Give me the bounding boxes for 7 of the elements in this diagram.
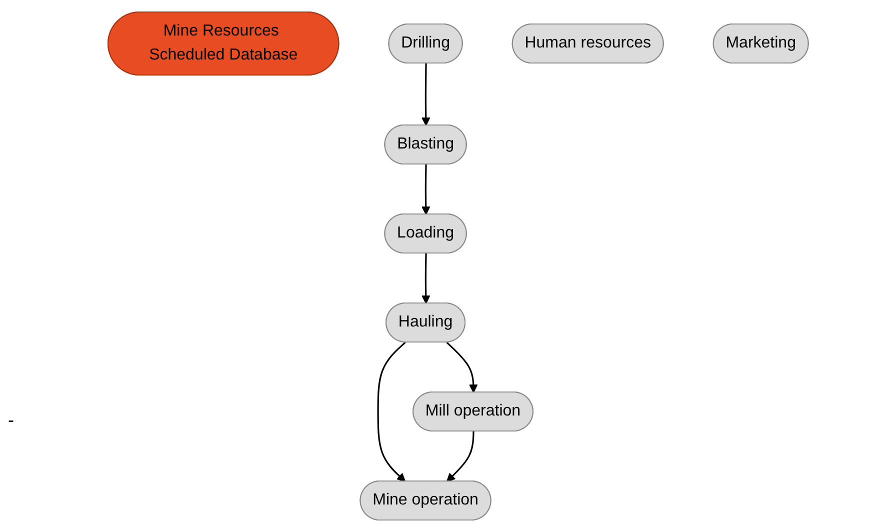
arrow bbox=[377, 341, 406, 482]
arrow bbox=[421, 252, 430, 304]
arrow bbox=[446, 341, 478, 392]
note-text: - bbox=[8, 410, 14, 431]
arrow bbox=[446, 430, 474, 482]
arrow bbox=[421, 164, 430, 214]
arrow bbox=[421, 62, 430, 126]
